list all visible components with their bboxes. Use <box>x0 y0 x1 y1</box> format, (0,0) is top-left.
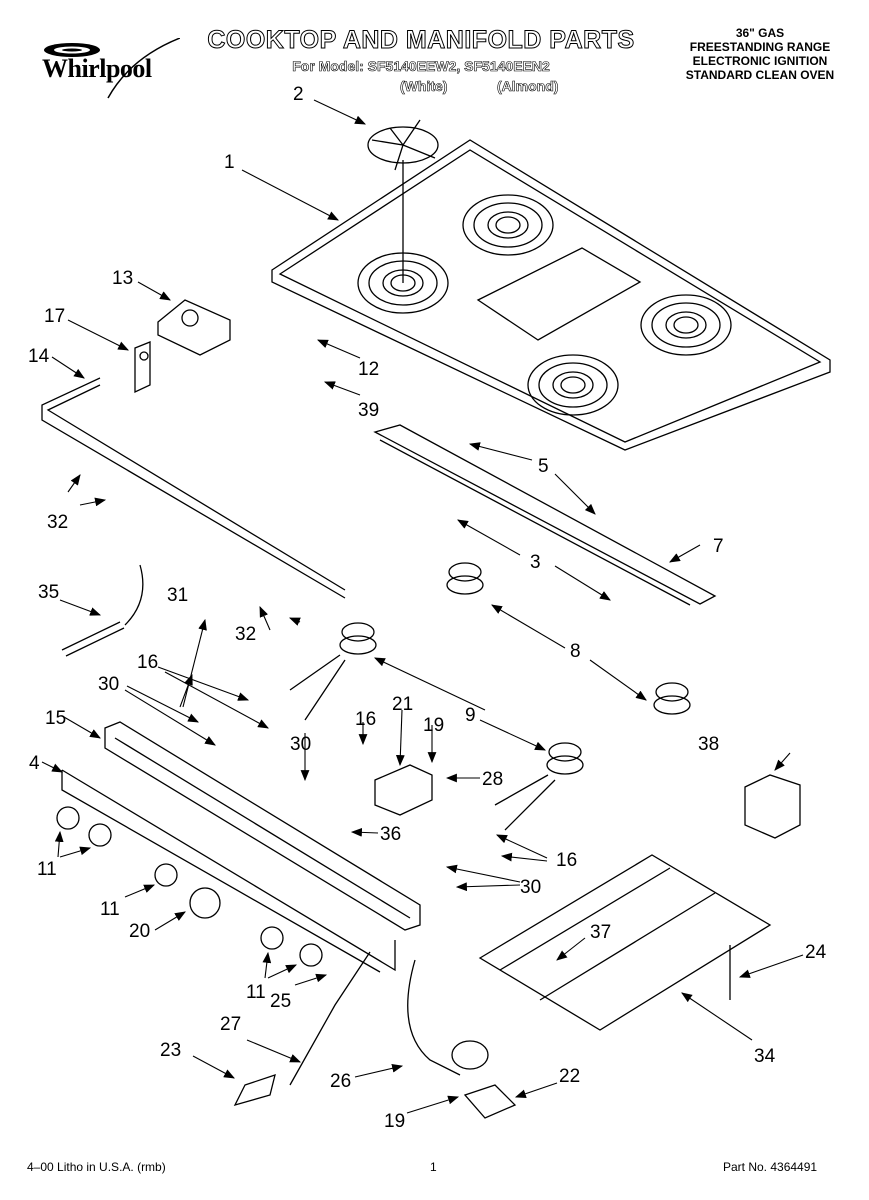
callout-11: 11 <box>37 859 57 880</box>
callout-27: 27 <box>220 1014 241 1035</box>
cooktop-part <box>271 139 831 451</box>
callout-8: 8 <box>570 641 581 662</box>
callout-15: 15 <box>45 708 66 729</box>
callout-24: 24 <box>805 942 827 963</box>
callout-25: 25 <box>270 991 291 1012</box>
callout-26: 26 <box>330 1071 351 1092</box>
callout-22: 22 <box>559 1066 580 1087</box>
tubes <box>233 951 517 1119</box>
burner-heads <box>289 562 691 831</box>
callout-19: 19 <box>384 1111 405 1132</box>
spec-line: 36" GAS <box>735 26 785 40</box>
callout-11: 11 <box>246 982 266 1003</box>
manifold-panel-part <box>61 721 421 973</box>
callout-20: 20 <box>129 921 150 942</box>
callout-23: 23 <box>160 1040 181 1061</box>
spec-line: ELECTRONIC IGNITION <box>692 54 828 68</box>
callout-34: 34 <box>754 1046 776 1067</box>
callout-9: 9 <box>465 705 476 726</box>
logo-swoosh-icon <box>44 37 181 99</box>
callout-32: 32 <box>47 512 68 533</box>
callout-14: 14 <box>28 346 50 367</box>
grate-part <box>367 119 439 171</box>
callout-21: 21 <box>392 694 413 715</box>
thermostat-part <box>374 764 433 816</box>
brand-name: Whirlpool <box>42 54 152 83</box>
callout-2: 2 <box>293 84 304 105</box>
callout-39: 39 <box>358 400 379 421</box>
callout-12: 12 <box>358 359 379 380</box>
callout-16: 16 <box>355 709 376 730</box>
oven-burner-part <box>478 854 772 1031</box>
callout-4: 4 <box>29 753 40 774</box>
callout-36: 36 <box>380 824 401 845</box>
callout-30: 30 <box>290 734 311 755</box>
color-almond: (Almond) <box>497 78 559 95</box>
leader-lines <box>41 99 804 1114</box>
callout-17: 17 <box>44 306 65 327</box>
callout-31: 31 <box>167 585 188 606</box>
burner-rail-part <box>373 424 717 606</box>
spark-module-part <box>744 774 801 839</box>
callout-5: 5 <box>538 456 549 477</box>
callout-19: 19 <box>423 715 444 736</box>
manifold-pipe-part <box>41 377 346 599</box>
whirlpool-logo: Whirlpool <box>30 37 181 100</box>
color-white: (White) <box>400 78 448 95</box>
callout-28: 28 <box>482 769 503 790</box>
spec-line: STANDARD CLEAN OVEN <box>685 68 835 82</box>
page-title: COOKTOP AND MANIFOLD PARTS <box>207 26 635 55</box>
callout-37: 37 <box>590 922 611 943</box>
callout-35: 35 <box>38 582 59 603</box>
callout-30: 30 <box>520 877 541 898</box>
callout-13: 13 <box>112 268 133 289</box>
callout-1: 1 <box>224 152 235 173</box>
callout-16: 16 <box>137 652 158 673</box>
callout-38: 38 <box>698 734 719 755</box>
spec-block: 36" GAS FREESTANDING RANGE ELECTRONIC IG… <box>660 26 860 82</box>
knobs <box>56 806 323 967</box>
callout-7: 7 <box>713 536 724 557</box>
callout-32: 32 <box>235 624 256 645</box>
callout-30: 30 <box>98 674 119 695</box>
callout-11: 11 <box>100 899 120 920</box>
callout-labels: 1 2 3 4 5 7 8 9 11 12 13 14 15 16 17 19 … <box>28 84 827 1132</box>
spec-line: FREESTANDING RANGE <box>689 40 831 54</box>
page-number: 1 <box>430 1160 437 1174</box>
part-number: Part No. 4364491 <box>723 1160 818 1174</box>
callout-16: 16 <box>556 850 577 871</box>
igniter-part <box>61 564 144 657</box>
print-info: 4–00 Litho in U.S.A. (rmb) <box>27 1160 166 1174</box>
regulator-part <box>134 299 231 394</box>
callout-3: 3 <box>530 552 541 573</box>
model-numbers: For Model: SF5140EEW2, SF5140EEN2 <box>292 58 550 75</box>
